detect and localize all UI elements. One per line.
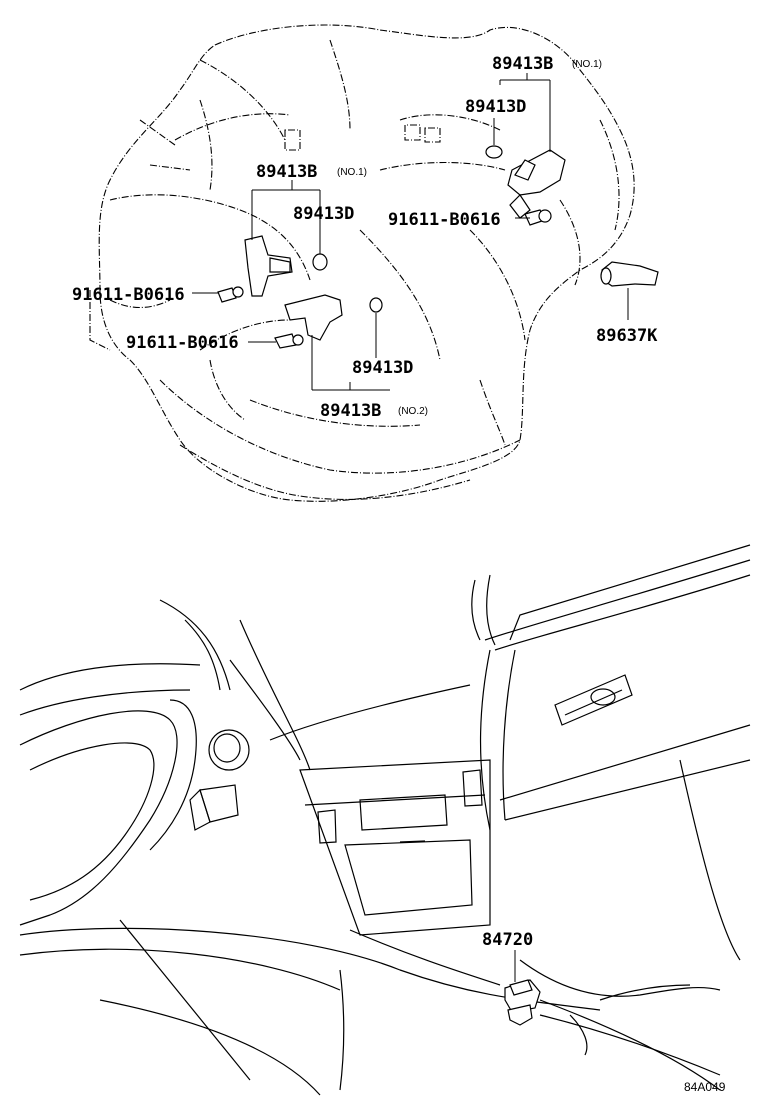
bolt-91611-left-lower bbox=[274, 333, 304, 349]
dashboard-interior bbox=[19, 544, 751, 1096]
label-top-right-oring: 89413D bbox=[465, 97, 526, 117]
transmission-housing bbox=[89, 24, 635, 502]
label-top-right-sensor: 89413B bbox=[492, 54, 553, 74]
label-switch: 84720 bbox=[482, 930, 533, 950]
oring-89413d-left bbox=[312, 253, 328, 271]
leader-lines bbox=[192, 73, 629, 391]
label-right-bolt: 91611-B0616 bbox=[388, 210, 501, 230]
oring-89413d-right bbox=[485, 145, 503, 159]
drawing-code: 84A049 bbox=[684, 1080, 726, 1094]
sensor-89413b-no2 bbox=[284, 294, 343, 341]
speed-sensor-89637k bbox=[600, 261, 659, 287]
label-left-bolt-upper: 91611-B0616 bbox=[72, 285, 185, 305]
switch-84720 bbox=[504, 979, 541, 1026]
label-speed-sensor: 89637K bbox=[596, 326, 658, 346]
sensor-89413b-no1-left bbox=[244, 235, 293, 297]
oring-89413d-lower bbox=[369, 297, 383, 313]
bolt-91611-right bbox=[524, 209, 552, 226]
label-left-sensor: 89413B bbox=[256, 162, 317, 182]
label-lower-sensor-note: (NO.2) bbox=[398, 406, 428, 417]
label-lower-sensor: 89413B bbox=[320, 401, 381, 421]
label-left-sensor-note: (NO.1) bbox=[337, 167, 367, 178]
label-left-oring: 89413D bbox=[293, 204, 354, 224]
sensor-89413b-no1-right bbox=[507, 149, 566, 219]
label-lower-oring: 89413D bbox=[352, 358, 413, 378]
label-top-right-sensor-note: (NO.1) bbox=[572, 59, 602, 70]
bolt-91611-left-upper bbox=[217, 286, 244, 303]
label-left-bolt-lower: 91611-B0616 bbox=[126, 333, 239, 353]
